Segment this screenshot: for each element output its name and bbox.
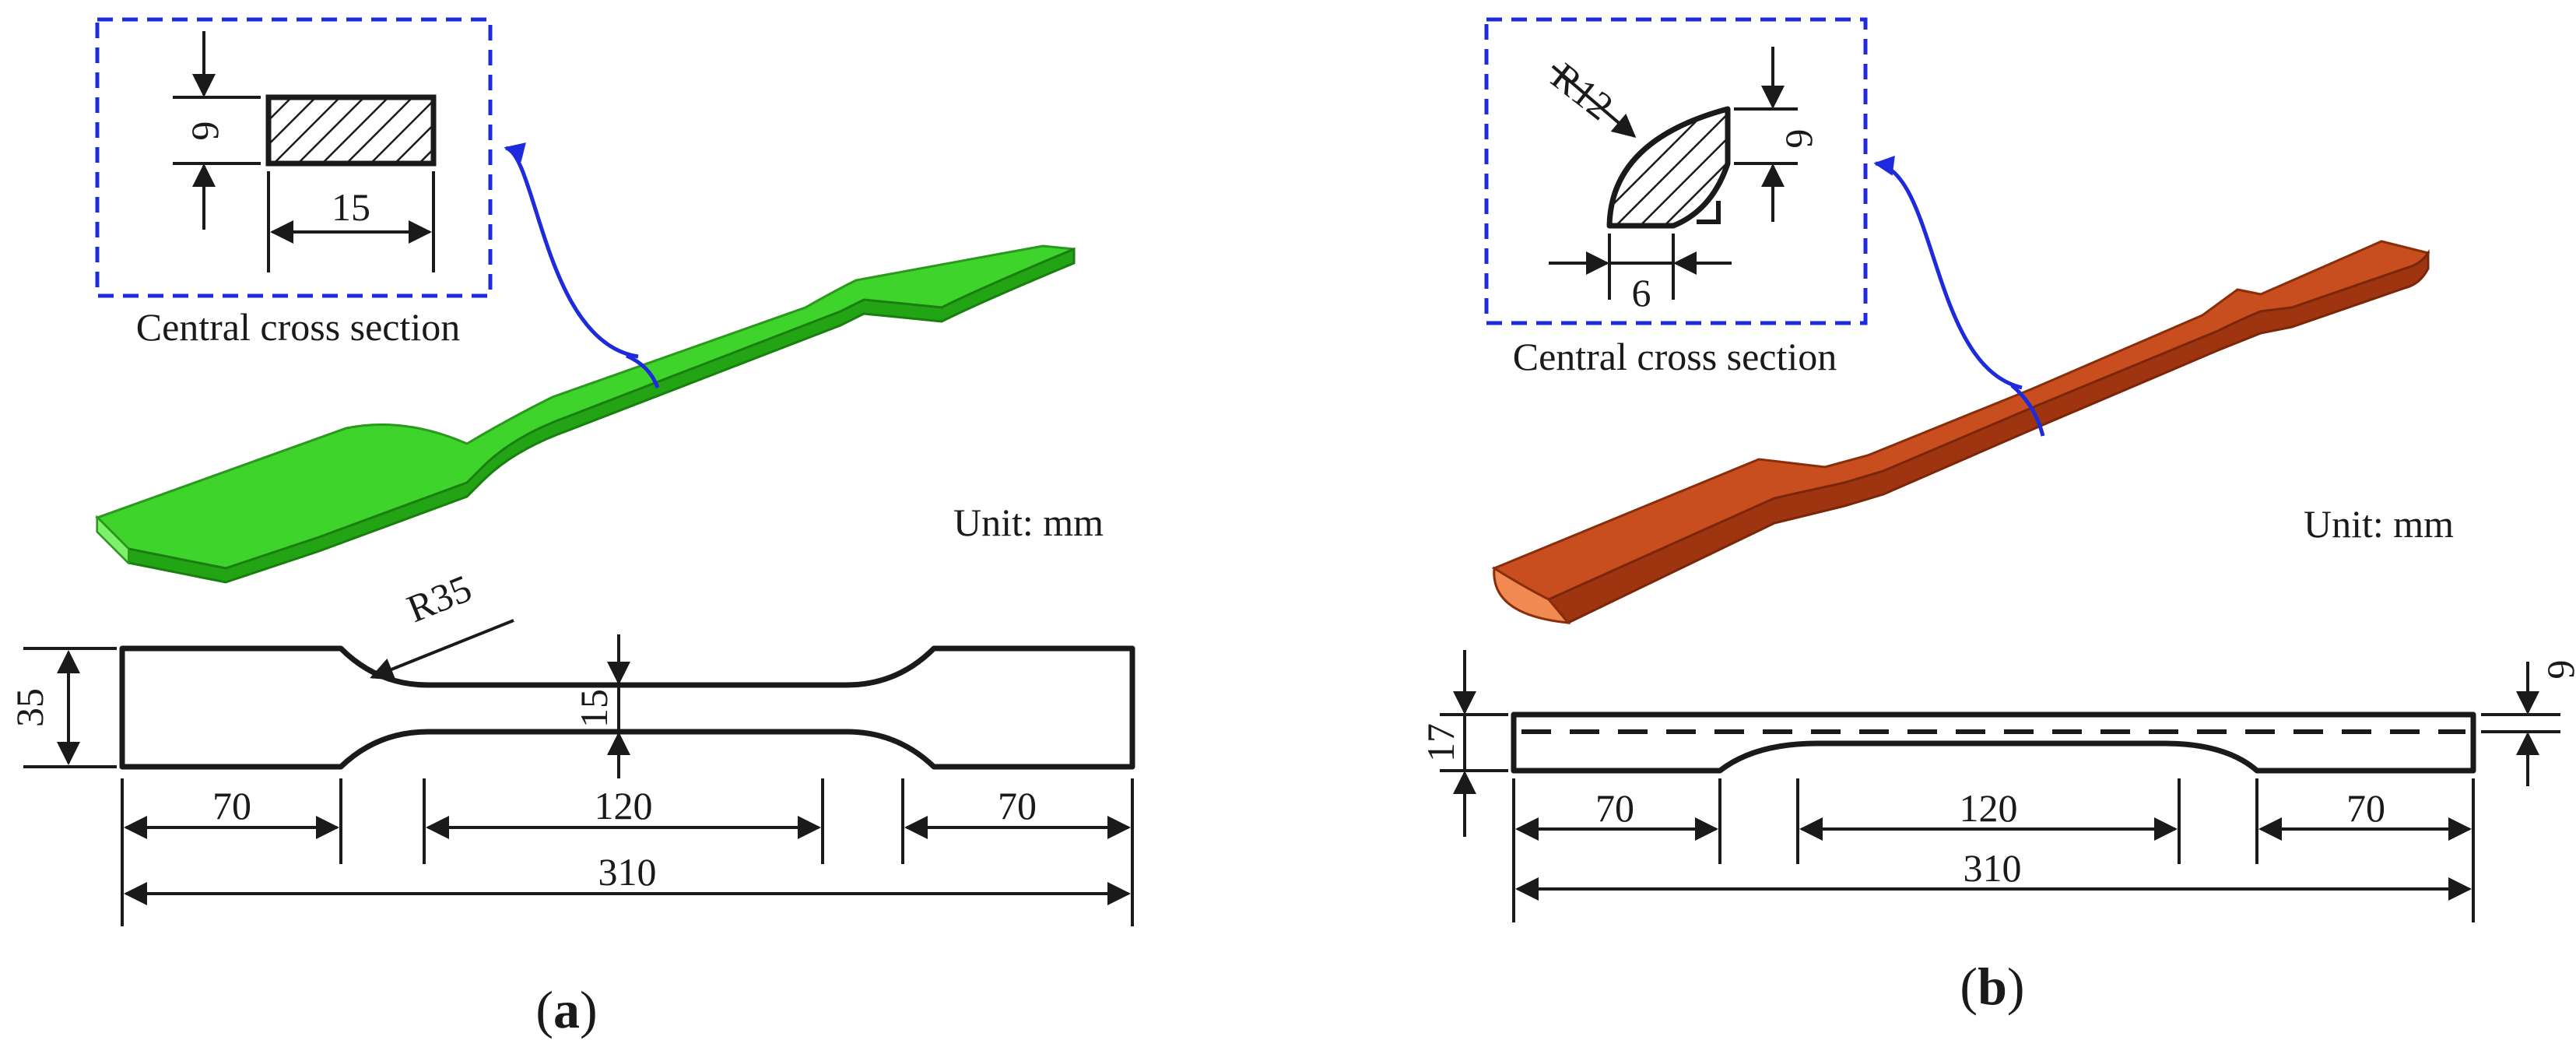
cross-section-caption-b: Central cross section (1513, 335, 1837, 378)
specimen-a-side-face (96, 247, 1076, 584)
panel-label-a: (a) (535, 980, 597, 1039)
right-angle-mark (1697, 201, 1721, 224)
dashed-offset-label: 6 (2540, 660, 2576, 680)
specimen-b-side-face (1546, 249, 2430, 624)
inset-dashed-box (95, 17, 493, 298)
cross-section-caption-a: Central cross section (136, 305, 461, 349)
cross-section-thickness-label: 6 (184, 121, 228, 141)
unit-label-b: Unit: mm (2304, 502, 2454, 546)
cross-section-inset-a: 6 15 (95, 17, 493, 298)
gauge-width-label: 15 (572, 689, 616, 728)
right-length-label: 70 (998, 784, 1037, 827)
cross-section-width-label: 15 (332, 185, 370, 229)
left-length-label: 70 (212, 784, 251, 827)
cross-section-pointer-b (1873, 156, 2023, 390)
overall-height-label: 17 (1419, 723, 1462, 762)
cross-section-height-label: 6 (1778, 129, 1822, 149)
radius-leader-b (1551, 65, 1637, 138)
inset-dashed-box (1484, 17, 1868, 325)
rect-cross-section (265, 94, 437, 167)
grip-width-label: 35 (8, 688, 51, 727)
radius-label: R35 (401, 566, 477, 631)
channel-profile-outline (1511, 711, 2476, 774)
panel-a: 6 15 Central cross section Unit: mm R35 (8, 17, 1135, 1039)
cut-line-b (2010, 384, 2045, 437)
specimen-b-3d (1491, 240, 2430, 624)
cross-section-radius-label: R12 (1543, 54, 1621, 128)
cross-section-inset-b: R12 6 6 (1484, 17, 1868, 325)
panel-b: R12 6 6 Central cross section Unit: mm (1419, 17, 2576, 1016)
drawing-a: R35 35 15 70 120 70 (8, 566, 1135, 926)
drawing-b: 17 6 70 120 70 310 (1419, 650, 2576, 922)
unit-label-a: Unit: mm (953, 501, 1104, 544)
specimen-a-end-face (97, 515, 129, 565)
cross-section-pointer-a (504, 142, 639, 359)
dogbone-outline (119, 645, 1135, 770)
middle-length-label-b: 120 (1960, 786, 2018, 830)
middle-length-label: 120 (595, 784, 653, 827)
specimen-b-end-face (1493, 566, 1571, 624)
radius-leader (370, 619, 514, 680)
left-length-label-b: 70 (1595, 786, 1634, 830)
total-length-label-b: 310 (1964, 846, 2022, 890)
panel-label-b: (b) (1960, 957, 2024, 1016)
specimen-a-3d (95, 244, 1076, 584)
quarter-round-cross-section (1606, 106, 1731, 229)
cross-section-width-label-b: 6 (1632, 271, 1651, 314)
cut-line-a (625, 353, 660, 388)
specimen-a-top-face (95, 244, 1075, 570)
total-length-label: 310 (598, 850, 657, 894)
right-length-label-b: 70 (2346, 786, 2385, 830)
